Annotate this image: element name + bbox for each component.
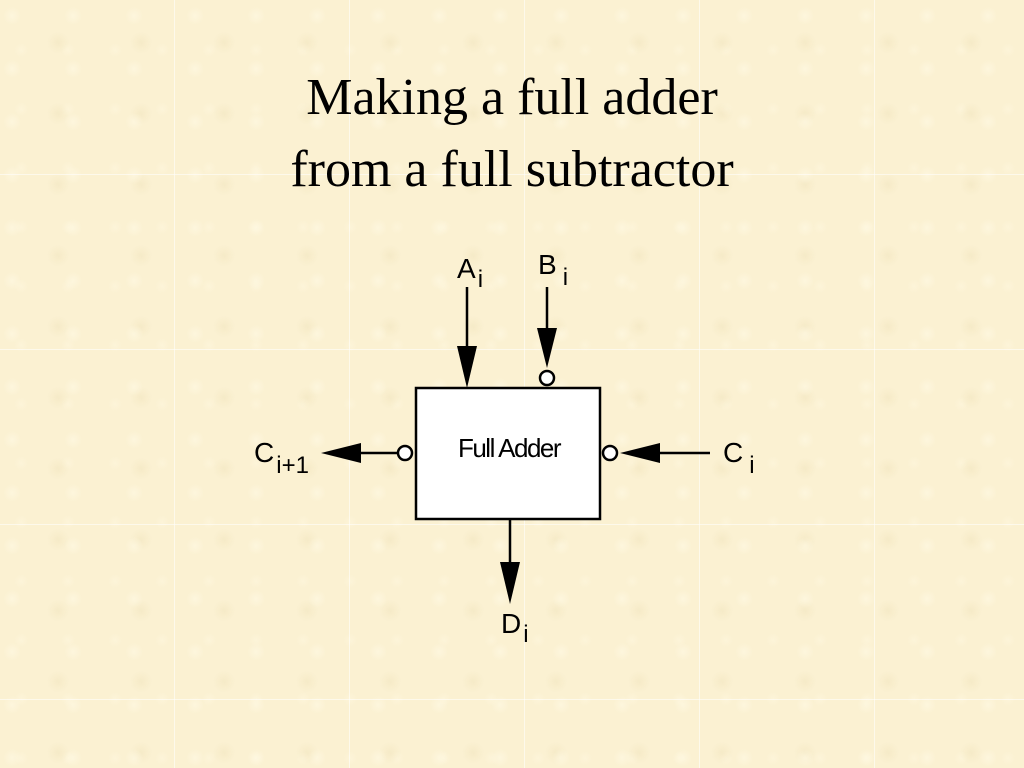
full-adder-block: [414, 386, 602, 521]
carry-out-arrow: [321, 443, 414, 463]
carry-out-base: C: [254, 437, 274, 468]
input-a-arrow: [457, 287, 477, 388]
slide-title: Making a full adder from a full subtract…: [0, 62, 1024, 206]
input-b-subscript: i: [563, 264, 568, 291]
input-b-base: B: [538, 249, 557, 280]
input-b-inversion-bubble: [538, 369, 556, 387]
carry-in-inversion-bubble: [601, 444, 619, 462]
input-b-arrow: [537, 287, 557, 387]
carry-in-base: C: [723, 437, 743, 468]
carry-out-label: Ci+1: [254, 437, 309, 479]
input-a-base: A: [457, 253, 476, 284]
input-a-subscript: i: [478, 266, 483, 293]
full-adder-block-label: Full Adder: [458, 433, 562, 463]
output-d-base: D: [501, 608, 521, 639]
carry-out-inversion-bubble: [396, 444, 414, 462]
carry-out-subscript: i+1: [276, 452, 309, 479]
carry-in-subscript: i: [749, 452, 754, 479]
slide-title-line-1: Making a full adder: [306, 69, 718, 126]
output-d-arrow: [500, 519, 520, 604]
slide-title-line-2: from a full subtractor: [290, 141, 734, 198]
carry-in-arrow: [601, 443, 710, 463]
output-d-label: Di: [501, 608, 529, 648]
input-a-label: Ai: [457, 253, 483, 293]
output-d-subscript: i: [523, 621, 528, 648]
